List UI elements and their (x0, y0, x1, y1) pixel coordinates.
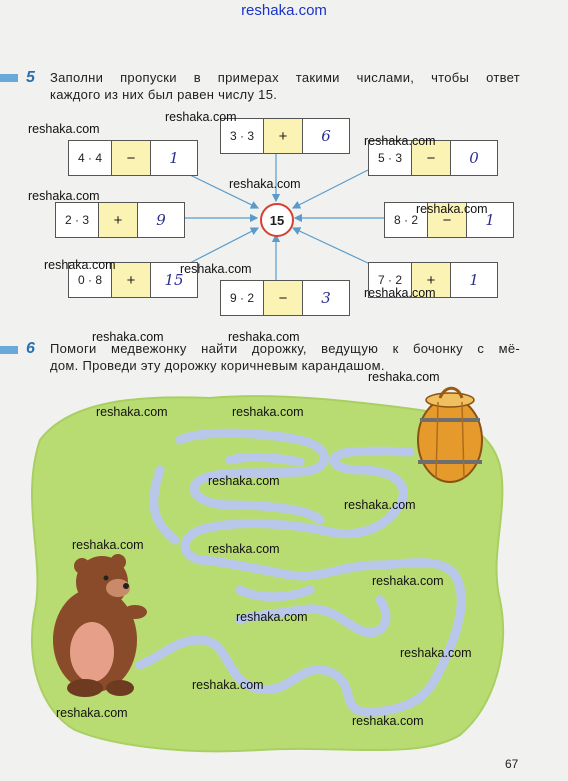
equation-expression: 7 · 2 (369, 263, 412, 297)
task-6-text-line1: Помоги медвежонку найти дорожку, ведущую… (50, 341, 520, 356)
equation-box: 0 · 8 + 15 (68, 262, 198, 298)
task-5-number: 5 (26, 69, 35, 86)
task-5-text-line2: каждого из них был равен числу 15. (50, 87, 278, 102)
watermark: reshaka.com (368, 370, 440, 384)
equation-box: 8 · 2 − 1 (384, 202, 514, 238)
watermark: reshaka.com (229, 177, 301, 191)
equation-expression: 0 · 8 (69, 263, 112, 297)
arrow-top-right (291, 169, 369, 209)
equation-expression: 5 · 3 (369, 141, 412, 175)
watermark: reshaka.com (56, 706, 128, 720)
watermark: reshaka.com (28, 189, 100, 203)
watermark: reshaka.com (232, 405, 304, 419)
equation-expression: 9 · 2 (221, 281, 264, 315)
equation-answer[interactable]: 0 (469, 149, 479, 167)
equation-expression: 4 · 4 (69, 141, 112, 175)
watermark: reshaka.com (165, 110, 237, 124)
watermark: reshaka.com (92, 330, 164, 344)
equation-box: 3 · 3 + 6 (220, 118, 350, 154)
site-link[interactable]: reshaka.com (241, 2, 327, 19)
watermark: reshaka.com (236, 610, 308, 624)
equation-answer[interactable]: 1 (169, 149, 179, 167)
watermark: reshaka.com (352, 714, 424, 728)
task-6-text-line2: дом. Проведи эту дорожку коричневым кара… (50, 358, 385, 373)
equation-operator[interactable]: + (412, 263, 451, 297)
task-6-number: 6 (26, 340, 35, 357)
center-number-circle: 15 (260, 203, 294, 237)
equation-operator[interactable]: − (264, 281, 303, 315)
watermark: reshaka.com (344, 498, 416, 512)
watermark: reshaka.com (96, 405, 168, 419)
equation-operator[interactable]: + (112, 263, 151, 297)
equation-operator[interactable]: + (264, 119, 303, 153)
task-5-text: Заполни пропуски в примерах такими числа… (50, 69, 520, 103)
watermark: reshaka.com (228, 330, 300, 344)
watermark: reshaka.com (372, 574, 444, 588)
equation-box: 5 · 3 − 0 (368, 140, 498, 176)
equation-answer[interactable]: 1 (469, 271, 479, 289)
arrow-top-left (187, 173, 260, 209)
watermark: reshaka.com (208, 542, 280, 556)
equation-box: 4 · 4 − 1 (68, 140, 198, 176)
equation-expression: 8 · 2 (385, 203, 428, 237)
arrow-bottom-right (291, 227, 371, 265)
task-5-text-line1: Заполни пропуски в примерах такими числа… (50, 70, 520, 85)
watermark: reshaka.com (416, 202, 488, 216)
watermark: reshaka.com (208, 474, 280, 488)
equation-answer[interactable]: 6 (321, 127, 331, 145)
task-6-text: Помоги медвежонку найти дорожку, ведущую… (50, 340, 520, 374)
equation-operator[interactable]: − (428, 203, 467, 237)
equation-box: 9 · 2 − 3 (220, 280, 350, 316)
equation-answer[interactable]: 3 (321, 289, 331, 307)
equation-expression: 3 · 3 (221, 119, 264, 153)
equation-operator[interactable]: + (99, 203, 138, 237)
watermark: reshaka.com (400, 646, 472, 660)
equation-expression: 2 · 3 (56, 203, 99, 237)
bear-cub (53, 554, 147, 697)
equation-answer[interactable]: 9 (156, 211, 166, 229)
watermark: reshaka.com (364, 286, 436, 300)
equation-operator[interactable]: − (412, 141, 451, 175)
task-marker-bar (0, 74, 18, 82)
page-number: 67 (505, 757, 519, 771)
honey-barrel (417, 386, 483, 483)
watermark: reshaka.com (28, 122, 100, 136)
maze-path (135, 428, 466, 717)
watermark: reshaka.com (364, 134, 436, 148)
watermark: reshaka.com (180, 262, 252, 276)
equation-box: 7 · 2 + 1 (368, 262, 498, 298)
equation-answer[interactable]: 15 (164, 271, 184, 289)
watermark: reshaka.com (192, 678, 264, 692)
task-marker-bar (0, 346, 18, 354)
arrow-bottom-left (187, 227, 260, 265)
watermark: reshaka.com (44, 258, 116, 272)
equation-operator[interactable]: − (112, 141, 151, 175)
equation-box: 2 · 3 + 9 (55, 202, 185, 238)
equation-answer[interactable]: 1 (485, 211, 495, 229)
watermark: reshaka.com (72, 538, 144, 552)
